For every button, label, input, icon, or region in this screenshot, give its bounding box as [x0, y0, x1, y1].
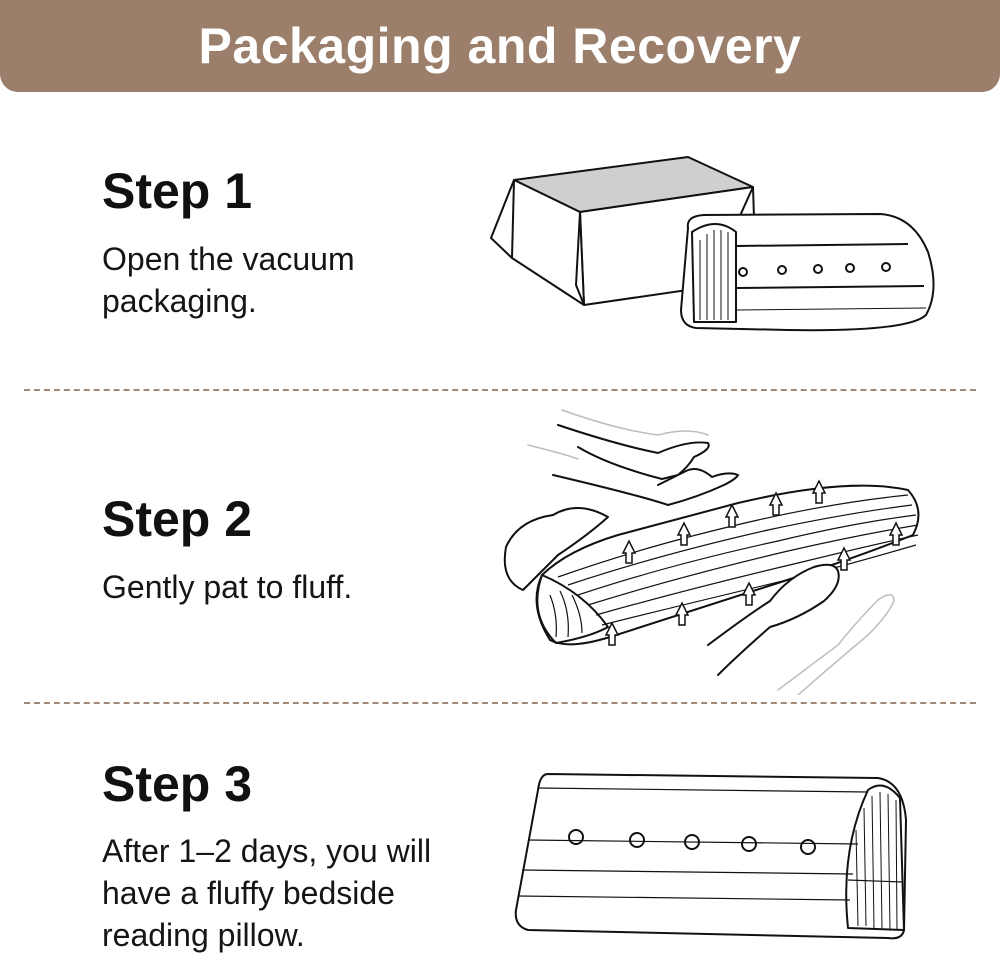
- step-1-title: Step 1: [102, 163, 253, 219]
- step-2-text: Gently pat to fluff.: [102, 569, 353, 605]
- divider-1: [24, 389, 976, 391]
- step-3-text: After 1–2 days, you will have a fluffy b…: [102, 833, 432, 953]
- step-2-title: Step 2: [102, 491, 253, 547]
- header-banner: Packaging and Recovery: [0, 0, 1000, 92]
- page-title: Packaging and Recovery: [198, 18, 802, 74]
- hands-patting-pillow-illustration: [498, 405, 924, 695]
- fluffed-pillow-illustration: [508, 770, 910, 942]
- step-3-title: Step 3: [102, 756, 253, 812]
- vacuum-box-and-pillow-illustration: [488, 150, 940, 340]
- step-1-text: Open the vacuum packaging.: [102, 241, 355, 319]
- divider-2: [24, 702, 976, 704]
